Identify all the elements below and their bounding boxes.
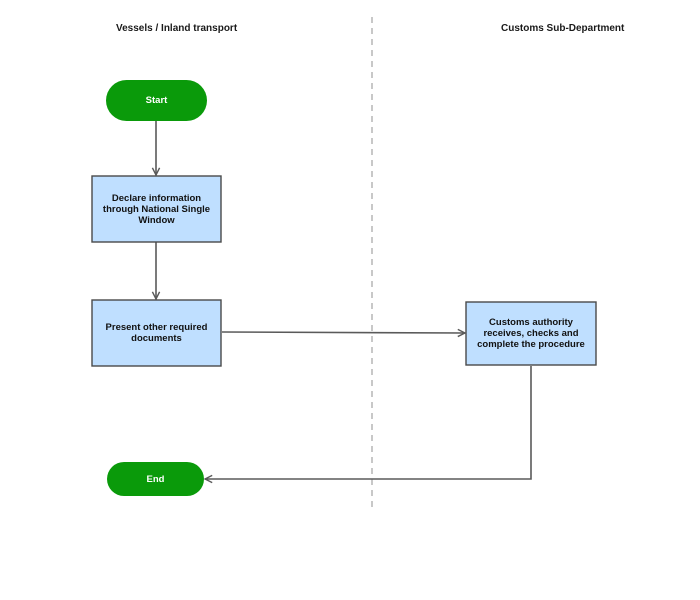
end-node	[107, 462, 204, 496]
present-label: Present other required documents	[105, 322, 208, 344]
present-node	[91, 299, 222, 367]
edge-customs-to-end	[205, 366, 532, 479]
declare-label: Declare information through National Sin…	[102, 192, 211, 226]
declare-node	[91, 175, 222, 243]
customs-node	[465, 301, 597, 366]
end-label: End	[146, 473, 165, 485]
lane-header-customs: Customs Sub-Department	[501, 23, 625, 34]
start-node	[106, 80, 207, 121]
edge-present-to-customs	[221, 332, 465, 333]
lane-header-vessels: Vessels / Inland transport	[116, 23, 238, 34]
customs-label: Customs authority receives, checks and c…	[477, 317, 585, 350]
start-label: Start	[145, 95, 168, 106]
